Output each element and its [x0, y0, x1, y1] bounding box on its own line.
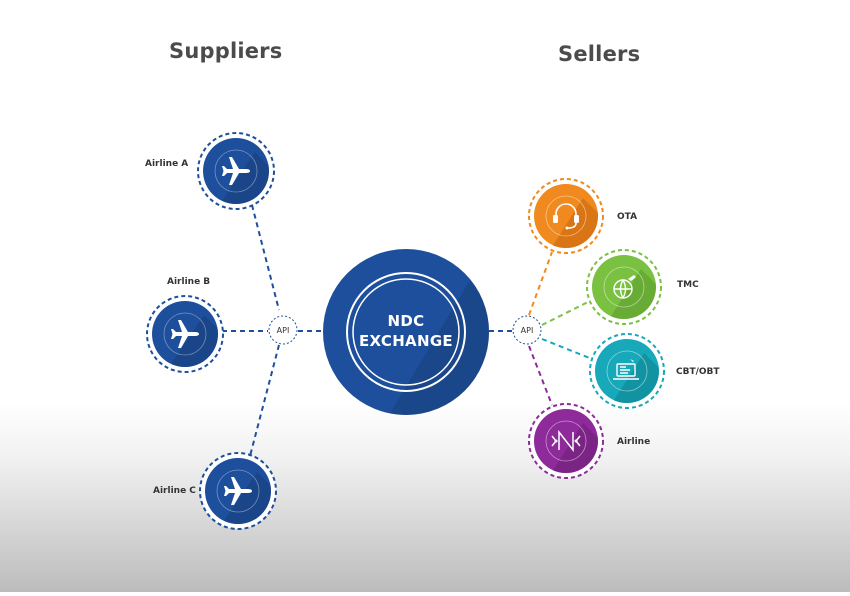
label-airline-seller: Airline [617, 437, 651, 447]
supplier-node-airline-a [197, 132, 275, 210]
api-label-right: API [521, 326, 534, 335]
api-node-right: API [512, 315, 542, 345]
sellers-heading: Sellers [558, 42, 641, 66]
label-airline-c: Airline C [153, 486, 196, 496]
hub-title-line2: EXCHANGE [359, 332, 453, 350]
supplier-connectors [222, 204, 324, 457]
globe-plane-icon [613, 275, 636, 299]
airplane-icon [224, 477, 252, 505]
airplane-icon [222, 157, 250, 185]
supplier-node-airline-c [199, 452, 277, 530]
laptop-icon [613, 359, 639, 380]
label-airline-a: Airline A [145, 159, 189, 169]
seller-node-ota [528, 178, 604, 254]
seller-connectors [489, 251, 593, 406]
connector-airline-seller [528, 345, 553, 406]
supplier-node-airline-b [146, 295, 224, 373]
label-airline-b: Airline B [167, 277, 211, 287]
suppliers-heading: Suppliers [169, 39, 283, 63]
label-ota: OTA [617, 212, 638, 222]
api-node-left: API [268, 315, 298, 345]
seller-node-cbt-obt [589, 333, 665, 409]
ndc-logo-icon [551, 429, 581, 453]
airplane-icon [171, 320, 199, 348]
headset-icon [553, 203, 579, 230]
label-tmc: TMC [677, 280, 699, 290]
connector-tmc [541, 300, 591, 326]
seller-node-tmc [586, 249, 662, 325]
connector-ota [528, 251, 553, 316]
api-label-left: API [277, 326, 290, 335]
label-cbt-obt: CBT/OBT [676, 367, 720, 377]
connector-airline-a [251, 204, 280, 311]
connector-airline-c [249, 344, 280, 457]
hub-title-line1: NDC [388, 312, 425, 330]
ndc-exchange-hub: NDC EXCHANGE [323, 249, 489, 415]
seller-node-airline [528, 403, 604, 479]
connector-cbt [541, 338, 593, 360]
